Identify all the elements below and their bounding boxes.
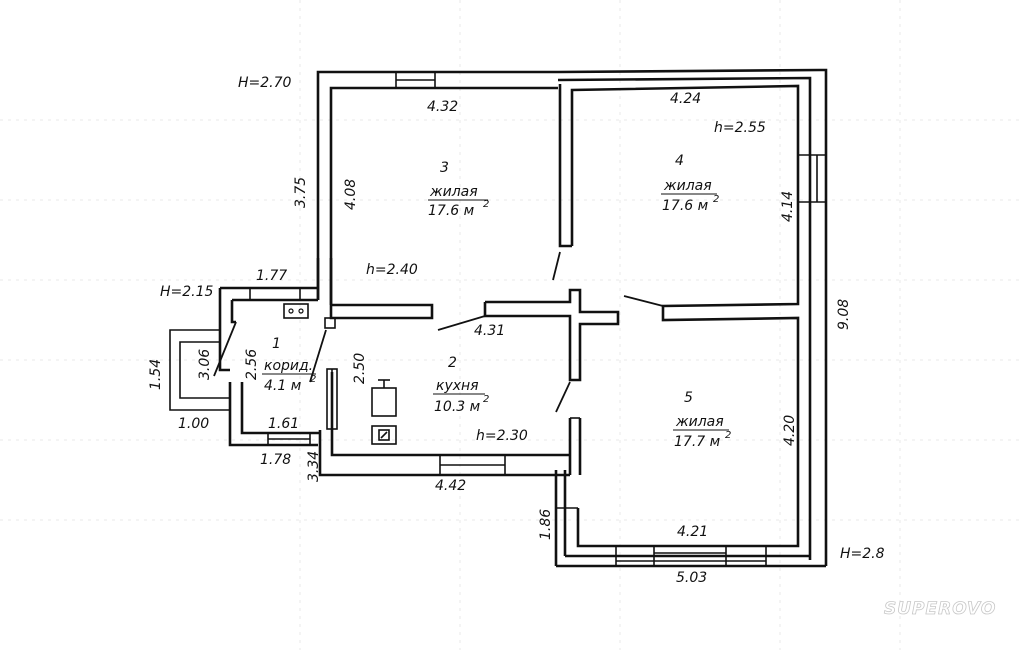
room-area-sup: 2 — [483, 199, 489, 210]
dim-porch-side: 1.54 — [148, 359, 164, 390]
dim-room4-top: 4.24 — [670, 91, 701, 107]
room-area: 17.6 м — [428, 203, 475, 219]
dim-porch-width: 1.00 — [178, 416, 209, 432]
room3-door — [552, 251, 561, 281]
dim-corridor-left: 2.56 — [244, 349, 260, 380]
room-name: жилая — [429, 184, 478, 200]
dim-room3-left-inner: 4.08 — [343, 179, 359, 210]
room-area: 10.3 м — [434, 399, 481, 415]
exterior-walls — [316, 68, 828, 568]
dim-kitchen-left-outer: 3.34 — [306, 451, 322, 482]
dim-room5-left-outer: 1.86 — [538, 509, 554, 540]
kitchen-walls — [318, 84, 620, 477]
dim-room5-right: 4.20 — [782, 415, 798, 446]
kitchen-door — [437, 315, 486, 331]
room-number: 2 — [448, 355, 457, 371]
room-name: кухня — [436, 378, 479, 394]
corridor-door — [309, 329, 327, 383]
room-name: жилая — [675, 414, 724, 430]
room-area-sup: 2 — [310, 374, 316, 385]
room-4-label: 4 жилая 17.6 м 2 h=2.55 — [661, 120, 766, 214]
room-5-label: 5 жилая 17.7 м 2 — [673, 390, 731, 450]
room-number: 4 — [675, 153, 684, 169]
corridor-walls — [169, 258, 344, 447]
dim-total-right: 9.08 — [836, 299, 852, 330]
boiler-icon — [371, 425, 397, 445]
dim-room5-bottom-inner: 4.21 — [677, 524, 708, 540]
room-area-sup: 2 — [713, 194, 719, 205]
watermark-text: SUPEROVO — [884, 599, 996, 619]
room-ceiling: h=2.55 — [714, 120, 766, 136]
kitchen-appliances — [371, 379, 397, 445]
dim-room4-right: 4.14 — [780, 191, 796, 222]
room-area: 17.6 м — [662, 198, 709, 214]
dim-corridor-top: 1.77 — [256, 268, 287, 284]
dim-kitchen-top: 4.31 — [474, 323, 505, 339]
room-3-label: 3 жилая 17.6 м 2 h=2.40 — [366, 160, 489, 278]
room5-door — [555, 381, 571, 413]
watermark-logo: SUPEROVO — [884, 599, 996, 620]
room-1-label: 1 корид. 4.1 м 2 — [262, 336, 316, 394]
entry-door — [213, 321, 237, 377]
dim-room3-left-outer: 3.75 — [293, 177, 309, 208]
dim-room5-bottom-outer: 5.03 — [676, 570, 707, 586]
room-name: жилая — [663, 178, 712, 194]
room4-door — [623, 295, 664, 307]
height-east: H=2.8 — [840, 546, 885, 562]
dim-corridor-bottom-inner: 1.61 — [268, 416, 299, 432]
room-name: корид. — [264, 358, 313, 374]
doors — [213, 251, 664, 413]
dim-kitchen-left: 2.50 — [352, 353, 368, 384]
room-number: 5 — [684, 390, 693, 406]
dim-kitchen-bottom: 4.42 — [435, 478, 466, 494]
room-number: 1 — [272, 336, 281, 352]
room-area: 17.7 м — [674, 434, 721, 450]
height-main: H=2.70 — [238, 75, 292, 91]
dimension-labels: 4.32 4.08 3.75 4.24 4.14 9.08 4.20 4.21 … — [148, 91, 852, 586]
height-entry: H=2.15 — [160, 284, 214, 300]
room-2-label: 2 кухня 10.3 м 2 h=2.30 — [433, 355, 528, 444]
room-area-sup: 2 — [483, 394, 489, 405]
room-area-sup: 2 — [725, 430, 731, 441]
room-area: 4.1 м — [264, 378, 302, 394]
dim-corridor-left-outer: 3.06 — [197, 349, 213, 380]
dim-corridor-bottom-outer: 1.78 — [260, 452, 291, 468]
room-ceiling: h=2.40 — [366, 262, 418, 278]
room-number: 3 — [440, 160, 449, 176]
room-ceiling: h=2.30 — [476, 428, 528, 444]
dim-room3-top: 4.32 — [427, 99, 458, 115]
stove-icon — [371, 387, 397, 417]
